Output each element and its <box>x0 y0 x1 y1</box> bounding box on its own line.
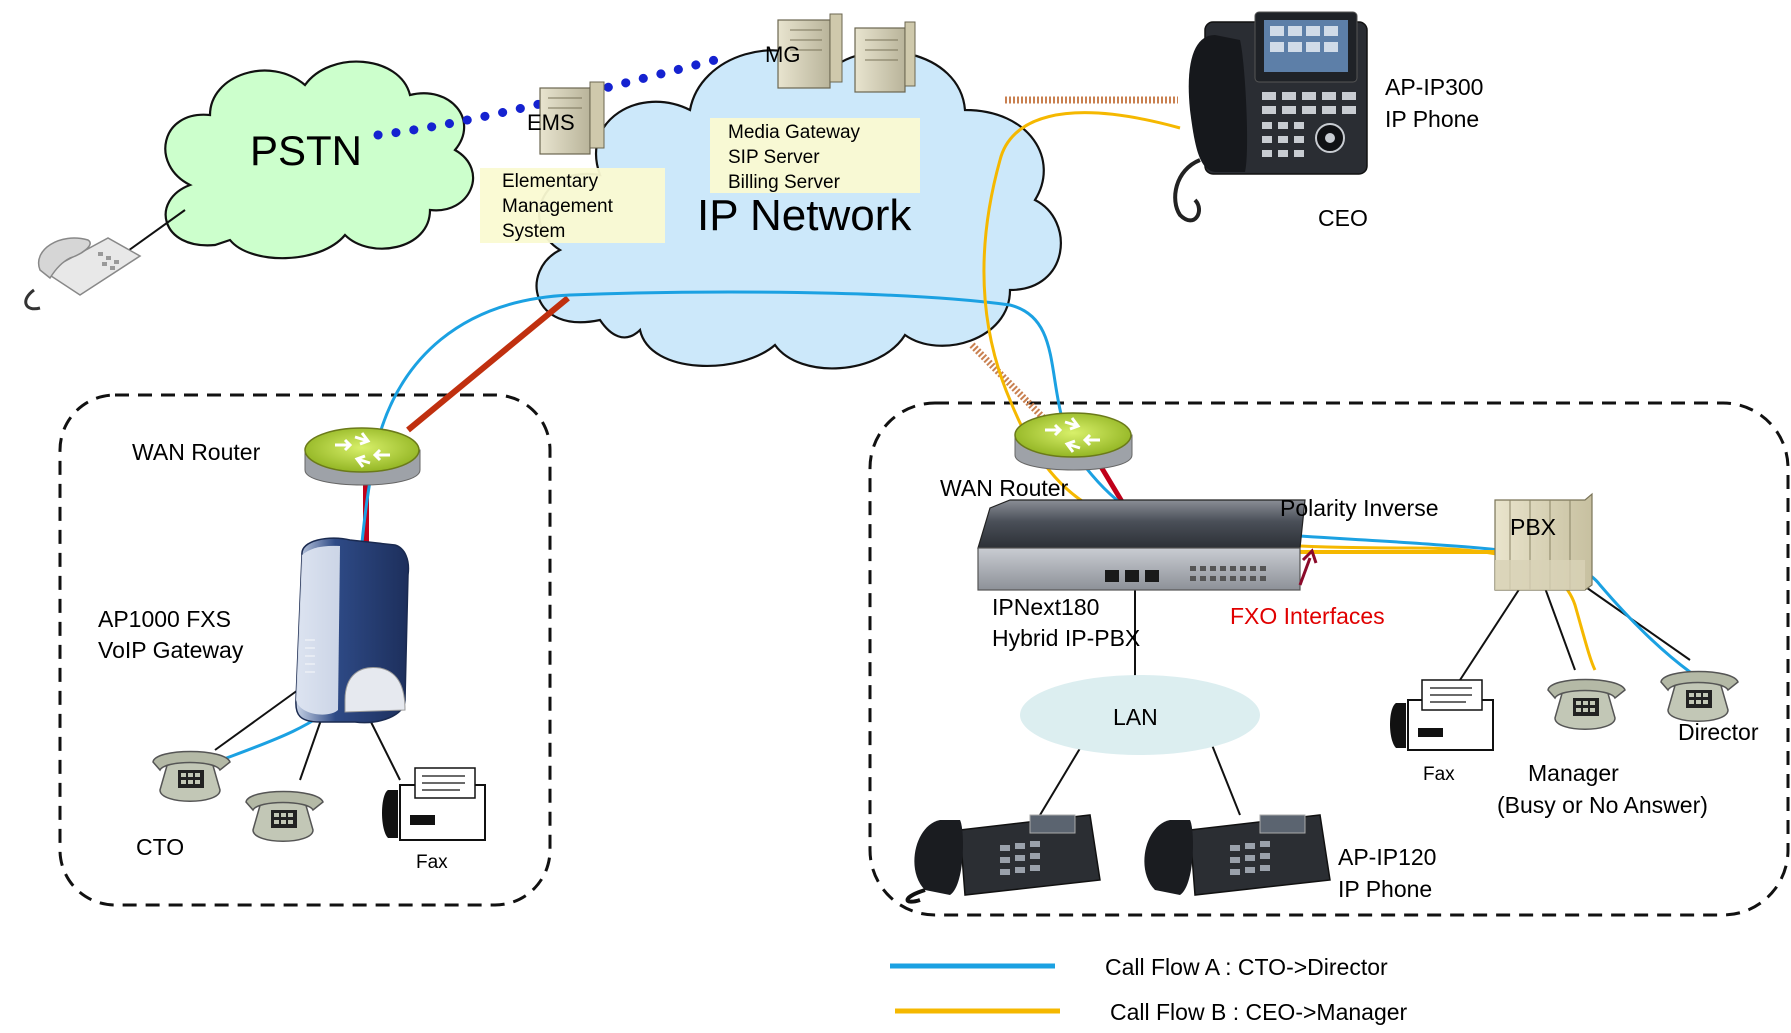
ems-server: EMS <box>527 81 605 155</box>
mg-label: MG <box>765 42 800 67</box>
pstn-cloud: PSTN <box>164 60 475 260</box>
ems-label: EMS <box>527 110 575 135</box>
gateway-label-line-1: AP1000 FXS <box>98 606 231 632</box>
ceo-phone-label-line-2: IP Phone <box>1385 106 1479 132</box>
legend-label-call-flow-b: Call Flow B : CEO->Manager <box>1110 999 1408 1025</box>
ipnext-label-line-2: Hybrid IP-PBX <box>992 625 1140 651</box>
ip120-phone-icon-1 <box>905 814 1101 904</box>
ems-desc-line-2: Management <box>502 196 614 217</box>
cto-label: CTO <box>136 834 184 860</box>
director-phone-icon: Director <box>1660 670 1759 745</box>
fax-right-icon: Fax <box>1390 679 1494 785</box>
fxo-interfaces-annotation: FXO Interfaces <box>1230 548 1385 629</box>
ap1000-gateway-icon: AP1000 FXS VoIP Gateway <box>98 537 410 724</box>
right-site-boundary <box>868 401 1790 917</box>
svg-text:Media Gateway SIP Server: Media Gateway SIP Server Billing Server <box>728 122 865 193</box>
mg-desc-line-2: SIP Server <box>728 147 820 168</box>
mg-desc-line-3: Billing Server <box>728 172 841 193</box>
svg-text:AP-IP120 IP Phone: AP-IP120 IP Phone <box>1338 844 1443 902</box>
manager-label-line-1: Manager <box>1528 760 1619 786</box>
ip120-label-line-1: AP-IP120 <box>1338 844 1436 870</box>
ems-desc-line-1: Elementary <box>502 171 599 192</box>
cto-phone-icon: CTO <box>136 750 231 860</box>
pbx-label: PBX <box>1510 514 1556 540</box>
svg-text:Elementary Management: Elementary Management System <box>502 171 618 242</box>
svg-text:Manager (Busy or No Answ: Manager (Busy or No Answer) <box>1497 760 1708 818</box>
director-label: Director <box>1678 719 1759 745</box>
lan-label: LAN <box>1113 704 1158 730</box>
svg-text:AP1000 FXS VoIP Gateway: AP1000 FXS VoIP Gateway <box>98 606 244 663</box>
manager-label-line-2: (Busy or No Answer) <box>1497 792 1708 818</box>
polarity-inverse-label: Polarity Inverse <box>1280 495 1439 521</box>
legend-label-call-flow-a: Call Flow A : CTO->Director <box>1105 954 1388 980</box>
ipnext-label-line-1: IPNext180 <box>992 594 1099 620</box>
pstn-phone-icon <box>24 237 142 311</box>
manager-phone-icon: Manager (Busy or No Answer) <box>1497 678 1708 818</box>
left-site-boundary <box>58 393 552 907</box>
ip120-label-line-2: IP Phone <box>1338 876 1432 902</box>
fax-left-label: Fax <box>416 852 448 873</box>
pstn-label: PSTN <box>250 127 362 174</box>
legend: Call Flow A : CTO->Director Call Flow B … <box>890 954 1408 1025</box>
wan-link-left <box>406 295 570 433</box>
ip-network-cloud: IP Network <box>535 49 1062 370</box>
mg-desc-line-1: Media Gateway <box>728 122 861 143</box>
lan-cloud: LAN <box>1020 675 1260 755</box>
ceo-label: CEO <box>1318 205 1368 231</box>
svg-text:IPNext180 Hybrid IP-PBX: IPNext180 Hybrid IP-PBX <box>992 594 1140 651</box>
pstn-mg-link <box>373 55 720 140</box>
mg-server: MG <box>765 13 916 93</box>
ceo-ip-phone-icon: AP-IP300 IP Phone CEO <box>1173 11 1490 231</box>
wan-router-left-icon: WAN Router <box>132 427 421 486</box>
desk-phone-icon-2 <box>245 790 324 842</box>
fxo-label: FXO Interfaces <box>1230 603 1385 629</box>
ipnext180-icon: IPNext180 Hybrid IP-PBX <box>977 499 1306 651</box>
gateway-label-line-2: VoIP Gateway <box>98 637 244 663</box>
ip-network-label: IP Network <box>697 191 912 240</box>
mg-description: Media Gateway SIP Server Billing Server <box>710 118 920 193</box>
wan-router-left-label: WAN Router <box>132 439 261 465</box>
ceo-phone-label-line-1: AP-IP300 <box>1385 74 1483 100</box>
svg-text:AP-IP300 IP Phone: AP-IP300 IP Phone <box>1385 74 1490 132</box>
ip120-phone-icon-2: AP-IP120 IP Phone <box>1144 814 1443 902</box>
wan-router-right-icon: WAN Router <box>940 412 1133 501</box>
fax-right-label: Fax <box>1423 764 1455 785</box>
fax-left-icon: Fax <box>382 767 486 873</box>
pbx-icon: PBX <box>1494 492 1593 591</box>
wan-router-right-label: WAN Router <box>940 475 1069 501</box>
ems-description: Elementary Management System <box>480 168 665 243</box>
ems-desc-line-3: System <box>502 221 565 242</box>
